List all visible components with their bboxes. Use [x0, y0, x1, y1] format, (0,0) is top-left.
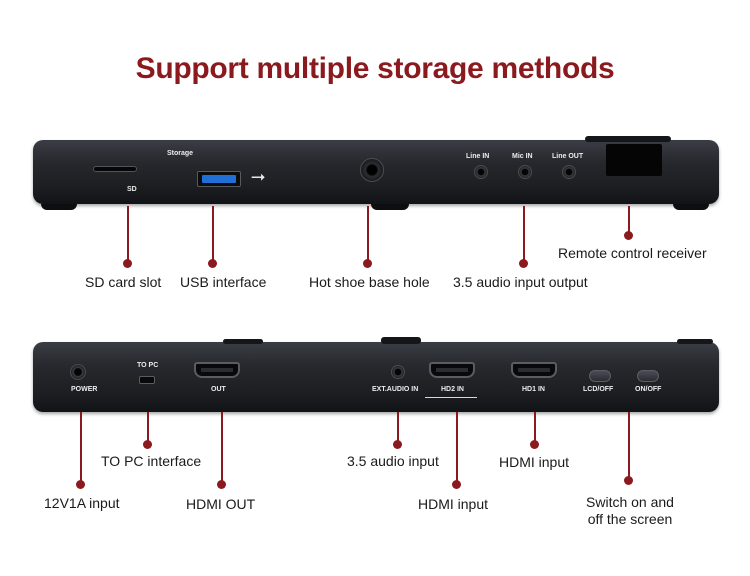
switch-screen-label: Switch on and off the screen — [570, 494, 690, 528]
audio-input-label: 3.5 audio input — [347, 453, 439, 469]
line-out-jack[interactable] — [562, 165, 576, 179]
callout-dot — [217, 480, 226, 489]
line-in-label: Line IN — [466, 153, 490, 160]
ext-audio-label: EXT.AUDIO IN — [372, 386, 419, 393]
remote-receiver-label: Remote control receiver — [558, 245, 707, 261]
hd2-in-pins — [436, 368, 468, 372]
audio-io-label: 3.5 audio input output — [453, 274, 588, 290]
callout-line — [523, 206, 525, 262]
remote-receiver-window — [606, 144, 662, 176]
ext-audio-jack[interactable] — [391, 365, 405, 379]
monitor-bottom-edge: POWER TO PC OUT EXT.AUDIO IN HD2 IN HD1 … — [33, 337, 719, 412]
hdmi-out-pins — [201, 368, 233, 372]
line-out-label: Line OUT — [552, 153, 584, 160]
callout-line — [534, 412, 536, 444]
hdmi-out-label: HDMI OUT — [186, 496, 256, 512]
callout-line — [80, 412, 82, 484]
on-off-label: ON/OFF — [635, 386, 662, 393]
hdmi-out-port[interactable] — [194, 362, 240, 378]
callout-dot — [624, 231, 633, 240]
usb-port[interactable] — [197, 171, 241, 187]
power-jack[interactable] — [70, 364, 86, 380]
hd1-in-pins — [518, 368, 550, 372]
mic-in-jack[interactable] — [518, 165, 532, 179]
hd2-in-label: HD2 IN — [441, 386, 464, 393]
to-pc-port[interactable] — [139, 376, 155, 384]
to-pc-label: TO PC — [137, 362, 159, 369]
callout-dot — [452, 480, 461, 489]
callout-line — [147, 412, 149, 444]
top-tab-right — [677, 339, 713, 344]
callout-line — [628, 206, 630, 234]
hot-shoe-label: Hot shoe base hole — [309, 274, 430, 290]
callout-dot — [519, 259, 528, 268]
on-off-button[interactable] — [637, 370, 659, 382]
callout-dot — [363, 259, 372, 268]
out-label: OUT — [211, 386, 226, 393]
callout-dot — [530, 440, 539, 449]
storage-label: Storage — [167, 150, 194, 157]
callout-dot — [624, 476, 633, 485]
center-foot — [371, 204, 409, 210]
callout-dot — [76, 480, 85, 489]
hd1-in-port[interactable] — [511, 362, 557, 378]
mic-in-label: Mic IN — [512, 153, 533, 160]
line-in-jack[interactable] — [474, 165, 488, 179]
top-tab-left — [223, 339, 263, 344]
hot-shoe-hole[interactable] — [360, 158, 384, 182]
callout-line — [456, 412, 458, 484]
callout-dot — [208, 259, 217, 268]
input-12v-label: 12V1A input — [44, 495, 120, 511]
page-title: Support multiple storage methods — [135, 52, 615, 85]
callout-line — [221, 412, 223, 484]
switch-screen-line-2: off the screen — [587, 511, 673, 527]
hdmi-input-label-2: HDMI input — [418, 496, 489, 512]
callout-line — [628, 412, 630, 482]
right-foot — [673, 204, 709, 210]
lcd-off-label: LCD/OFF — [583, 386, 614, 393]
hd2-in-port[interactable] — [429, 362, 475, 378]
callout-line — [397, 412, 399, 444]
top-tab — [585, 136, 671, 142]
sd-label: SD — [127, 186, 137, 193]
callout-dot — [143, 440, 152, 449]
top-tab-center — [381, 337, 421, 344]
switch-screen-line-1: Switch on and — [586, 494, 674, 510]
lcd-off-button[interactable] — [589, 370, 611, 382]
usb-port-insert — [202, 175, 236, 183]
callout-dot — [393, 440, 402, 449]
hdmi-input-label-1: HDMI input — [499, 454, 570, 470]
callout-line — [212, 206, 214, 262]
sd-card-slot[interactable] — [93, 166, 137, 172]
callout-dot — [123, 259, 132, 268]
hd1-in-label: HD1 IN — [522, 386, 545, 393]
monitor-top-edge: SD Storage ⭢ Line IN Mic IN Line OUT — [33, 136, 719, 210]
hd2-underline — [425, 397, 477, 398]
sd-card-slot-label: SD card slot — [85, 274, 162, 290]
usb-interface-label: USB interface — [180, 274, 267, 290]
to-pc-interface-label: TO PC interface — [101, 453, 202, 469]
callout-line — [127, 206, 129, 262]
callout-line — [367, 206, 369, 262]
usb-icon: ⭢ — [251, 166, 266, 186]
power-label: POWER — [71, 386, 98, 393]
left-foot — [41, 204, 77, 210]
